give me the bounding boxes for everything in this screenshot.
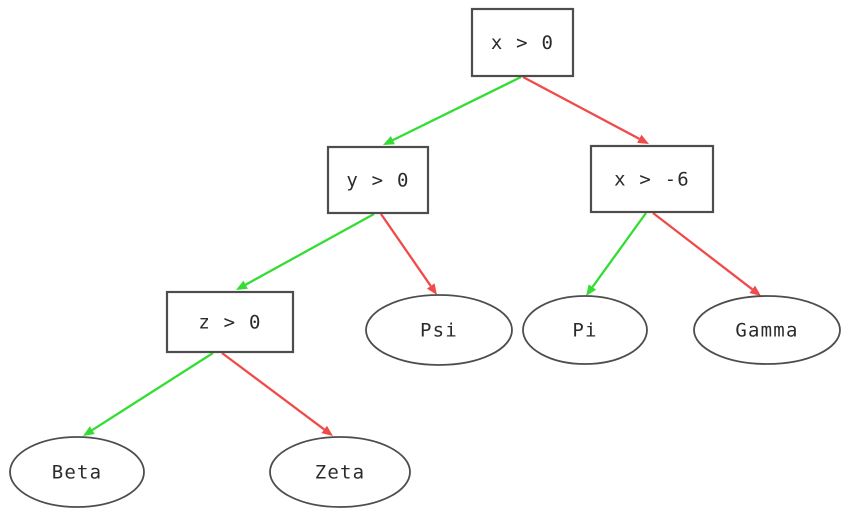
edge-line: [245, 212, 375, 286]
decision-node-box[interactable]: [165, 290, 295, 354]
leaf-node-ellipse[interactable]: [9, 436, 145, 508]
arrowhead-icon: [586, 284, 597, 296]
edge-x6-no: [652, 212, 761, 296]
node-z_gt_0[interactable]: z > 0: [165, 290, 295, 354]
node-x_gt_m6[interactable]: x > -6: [589, 144, 715, 214]
edge-root-yes: [383, 75, 522, 145]
edge-z-no: [221, 352, 333, 436]
edge-z-yes: [83, 352, 214, 436]
node-label: x > -6: [614, 169, 690, 191]
node-gamma[interactable]: Gamma: [693, 295, 841, 365]
node-label: Zeta: [315, 462, 366, 484]
decision-node-box[interactable]: [470, 7, 575, 78]
node-label: x > 0: [491, 32, 554, 54]
leaf-node-ellipse[interactable]: [693, 295, 841, 365]
node-label: Psi: [420, 320, 458, 342]
node-label: z > 0: [198, 312, 261, 334]
arrowhead-icon: [637, 134, 649, 144]
edge-line: [591, 212, 647, 288]
arrowhead-icon: [426, 283, 437, 295]
arrowhead-icon: [236, 280, 248, 290]
node-pi[interactable]: Pi: [522, 295, 648, 365]
edge-line: [380, 213, 432, 287]
arrowhead-icon: [383, 136, 395, 145]
arrowhead-icon: [749, 285, 761, 296]
edge-root-no: [522, 75, 649, 144]
node-zeta[interactable]: Zeta: [269, 436, 411, 508]
decision-node-box[interactable]: [326, 145, 430, 215]
edge-line: [392, 75, 522, 142]
node-y_gt_0[interactable]: y > 0: [326, 145, 430, 215]
node-label: Beta: [52, 462, 103, 484]
leaf-node-ellipse[interactable]: [365, 294, 513, 366]
edge-line: [221, 352, 325, 431]
node-psi[interactable]: Psi: [365, 294, 513, 366]
node-beta[interactable]: Beta: [9, 436, 145, 508]
edge-line: [522, 75, 640, 140]
edge-line: [91, 352, 214, 432]
arrowhead-icon: [83, 426, 95, 436]
node-label: Gamma: [735, 320, 798, 342]
node-label: Pi: [572, 320, 597, 342]
edge-x6-yes: [586, 212, 647, 296]
leaf-node-ellipse[interactable]: [269, 436, 411, 508]
arrowhead-icon: [321, 425, 333, 436]
node-root[interactable]: x > 0: [470, 7, 575, 78]
edge-line: [652, 212, 753, 291]
edges-layer: [83, 75, 761, 436]
edge-y-no: [380, 213, 437, 295]
leaf-node-ellipse[interactable]: [522, 295, 648, 365]
decision-node-box[interactable]: [589, 144, 715, 214]
node-label: y > 0: [346, 170, 409, 192]
edge-y-yes: [236, 212, 375, 290]
